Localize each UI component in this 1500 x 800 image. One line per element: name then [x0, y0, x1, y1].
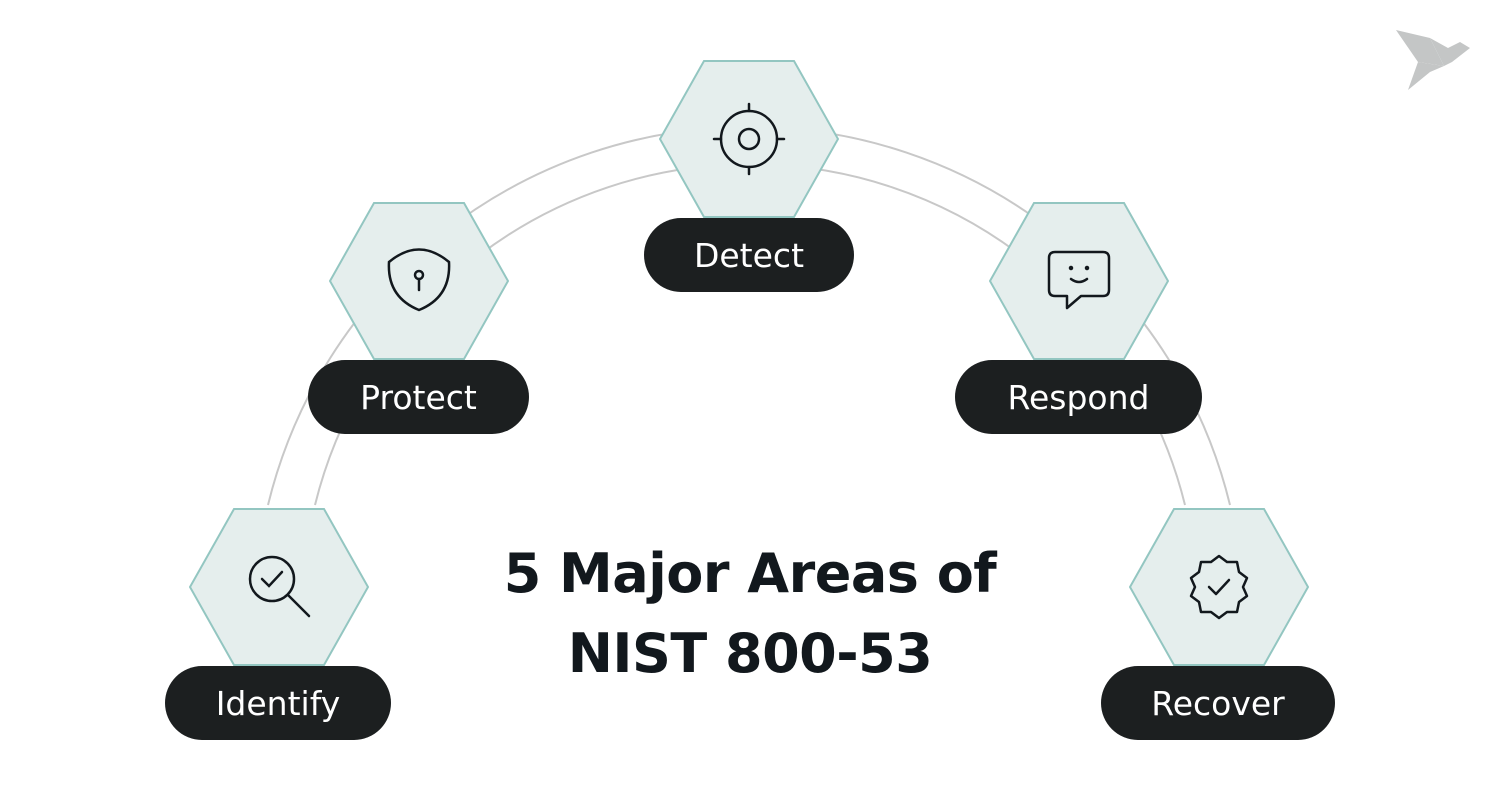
- magnifier-check-icon: [248, 555, 311, 618]
- label-protect: Protect: [308, 360, 529, 434]
- crosshair-target-icon: [712, 102, 786, 176]
- shield-keyhole-icon: [387, 248, 451, 312]
- label-detect: Detect: [644, 218, 854, 292]
- hex-identify: [189, 508, 369, 666]
- hex-respond: [989, 202, 1169, 360]
- hex-protect: [329, 202, 509, 360]
- label-respond: Respond: [955, 360, 1202, 434]
- label-identify: Identify: [165, 666, 391, 740]
- title-line-2: NIST 800-53: [567, 622, 933, 685]
- hex-recover: [1129, 508, 1309, 666]
- origami-bird-logo: [1396, 30, 1470, 90]
- hex-detect: [659, 60, 839, 218]
- badge-check-icon: [1189, 554, 1249, 620]
- title-line-1: 5 Major Areas of: [503, 542, 997, 605]
- label-recover: Recover: [1101, 666, 1335, 740]
- chat-smile-icon: [1047, 250, 1111, 310]
